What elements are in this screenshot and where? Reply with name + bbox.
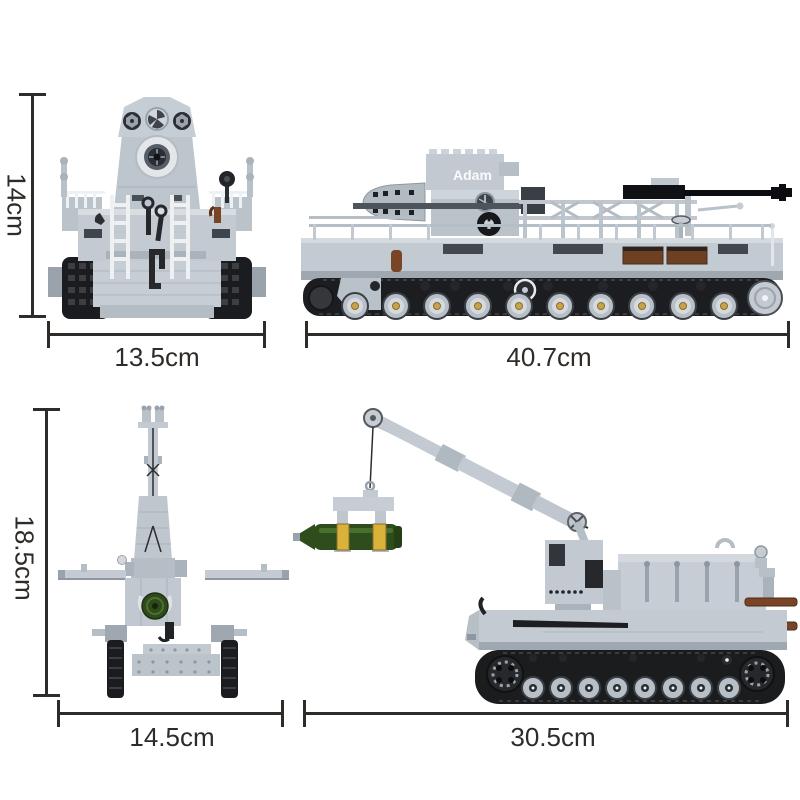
dim-cap-mortar-width-left [47,321,50,348]
front-tools [141,196,168,289]
dim-cap-mortar-height-bottom [19,315,46,318]
front-ladders [110,195,190,279]
carrier-front-view [55,400,295,700]
carrier-side-view [293,402,798,712]
side-ammo-crates [622,246,708,265]
front-left-hook [94,213,105,225]
front-railings [63,191,251,208]
dim-line-mortar-height [31,93,34,318]
carrier-front-tower [134,496,172,560]
side-barrel [623,178,792,236]
dim-line-mortar-width [47,333,266,336]
side-railing [309,216,771,240]
dim-cap-carrier-width-right [281,700,284,727]
carrier-hull [465,596,787,650]
mortar-front-view [48,91,268,323]
dim-line-mortar-length [305,333,790,336]
dim-cap-carrier-length-right [786,700,789,727]
dim-cap-carrier-width-left [57,700,60,727]
mortar-side-view: Adam [293,140,793,325]
carrier-front-illustration [58,405,289,698]
carrier-front-body [125,578,181,643]
dim-cap-mortar-length-left [305,321,308,348]
dim-cap-mortar-height-top [19,93,46,96]
mortar-length-label: 40.7cm [506,342,592,372]
dim-cap-carrier-height-bottom [33,694,60,697]
mortar-side-illustration: Adam [301,149,792,320]
mortar-front-illustration [48,97,266,319]
front-top-housing [118,97,196,137]
dim-line-carrier-height [45,408,48,697]
front-control-wheel [219,171,235,203]
carrier-length-label: 30.5cm [510,722,596,752]
crane-cabin [545,540,603,613]
side-slide-rail [353,203,539,209]
hoisted-shell [293,426,402,552]
carrier-height-label: 18.5cm [9,515,40,601]
dim-cap-mortar-length-right [787,321,790,348]
side-tracks [303,278,783,320]
carrier-front-wings [58,564,289,580]
front-barrel-muzzle [135,135,179,179]
carrier-front-plates [132,644,220,676]
turret-marking-text: Adam [453,167,492,183]
front-right-hook [208,205,221,223]
side-breech-counterweight [362,182,426,222]
front-side-posts [60,157,254,197]
carrier-side-tracks [475,650,785,704]
dim-cap-carrier-length-left [303,700,306,727]
dim-line-carrier-width [57,712,284,715]
side-engine-block: Adam [426,149,519,190]
deck-box [603,538,766,612]
dim-cap-carrier-height-top [33,408,60,411]
carrier-front-base [117,555,187,579]
dim-cap-mortar-width-right [263,321,266,348]
carrier-front-tracks [107,640,238,698]
carrier-front-pods [92,625,247,642]
carrier-side-illustration [293,408,798,704]
dim-line-carrier-length [303,712,789,715]
mortar-width-label: 13.5cm [114,342,200,372]
mortar-height-label: 14cm [1,173,32,237]
side-truss [519,187,697,238]
side-mortar-cradle [431,190,519,236]
side-hand-wheel [671,215,691,238]
carrier-width-label: 14.5cm [129,722,215,752]
